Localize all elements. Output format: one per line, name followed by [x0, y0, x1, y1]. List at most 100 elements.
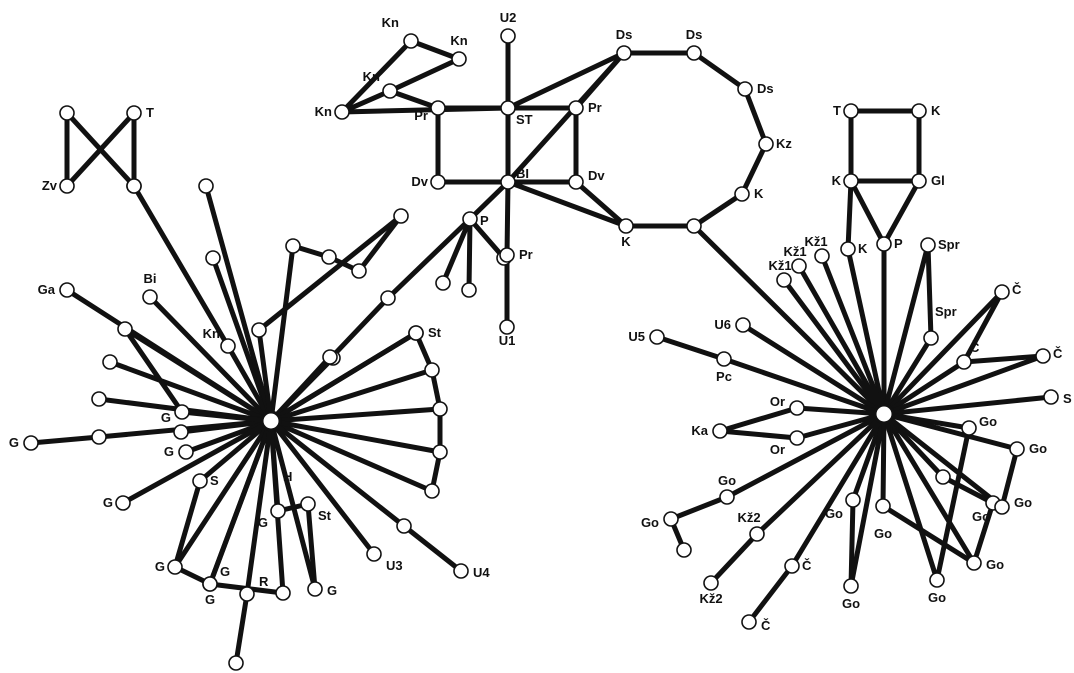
edge-n65-n67 — [789, 411, 887, 569]
node-n104 — [239, 586, 255, 602]
edge-n48-n49 — [717, 428, 800, 441]
edge-n96-n94 — [172, 478, 203, 570]
edge-n53-n54 — [940, 474, 996, 506]
node-label-n36: Kž1 — [783, 244, 806, 259]
edge-n77-n78 — [256, 213, 404, 333]
edge-n23-n24 — [691, 50, 748, 92]
edge-n16-n17 — [440, 216, 473, 286]
node-n8 — [334, 104, 350, 120]
node-n7 — [382, 83, 398, 99]
node-label-n58: Go — [1029, 441, 1047, 456]
node-label-n21: U1 — [499, 333, 516, 348]
node-n42 — [1035, 348, 1051, 364]
node-n26 — [734, 186, 750, 202]
edge-n79-n16 — [385, 216, 473, 301]
node-label-n1: T — [146, 105, 154, 120]
edge-n7-n10 — [387, 88, 441, 111]
node-label-n24: Ds — [757, 81, 774, 96]
edge-n78-n99 — [256, 327, 274, 424]
edge-n43-n67 — [881, 394, 1054, 417]
node-n29 — [843, 103, 859, 119]
edge-n65-n66 — [746, 563, 795, 625]
node-label-n13: Dv — [411, 174, 428, 189]
node-label-n68: Ga — [38, 282, 56, 297]
node-n93 — [178, 444, 194, 460]
node-label-n92: G — [161, 410, 171, 425]
node-label-n6: Kn — [450, 33, 467, 48]
edge-n91-n90 — [28, 434, 102, 446]
edge-n76-n77 — [356, 213, 404, 274]
node-n15 — [568, 174, 584, 190]
node-label-n50: Go — [825, 506, 843, 521]
node-label-n42: Č — [1053, 346, 1063, 361]
node-n98 — [202, 576, 218, 592]
edge-n81-n99 — [268, 354, 333, 424]
edge-n82-n99 — [107, 359, 274, 424]
edge-n6-n7 — [387, 56, 462, 94]
node-n55 — [966, 555, 982, 571]
edge-n98-n99 — [207, 418, 274, 587]
node-label-n45: U5 — [628, 329, 645, 344]
node-label-n23: Ds — [686, 27, 703, 42]
node-n44 — [735, 317, 751, 333]
node-label-n38: Spr — [938, 237, 960, 252]
node-n13 — [430, 174, 446, 190]
node-n59 — [994, 499, 1010, 515]
node-label-n83: St — [428, 325, 442, 340]
node-n32 — [911, 173, 927, 189]
node-n45 — [649, 329, 665, 345]
edge-n35-n67 — [819, 253, 887, 417]
edge-n52-n55 — [880, 503, 977, 566]
edge-n88-n99 — [268, 418, 435, 494]
node-label-n95: G — [103, 495, 113, 510]
edge-n11-n22 — [505, 50, 627, 111]
node-label-n94: S — [210, 473, 219, 488]
edge-n25-n26 — [739, 141, 769, 197]
node-n56 — [929, 572, 945, 588]
edge-n39-n38 — [925, 242, 934, 341]
node-n23 — [686, 45, 702, 61]
node-label-n57: Go — [979, 414, 997, 429]
node-label-n43: S — [1063, 391, 1072, 406]
edge-n41-n67 — [881, 359, 967, 417]
edge-n95-n99 — [120, 418, 274, 506]
node-n36 — [791, 258, 807, 274]
node-n74 — [285, 238, 301, 254]
node-n30 — [911, 103, 927, 119]
node-label-n96: G — [155, 559, 165, 574]
node-n58 — [1009, 441, 1025, 457]
node-n50 — [845, 492, 861, 508]
node-label-n93: G — [164, 444, 174, 459]
node-label-n9: U2 — [500, 10, 517, 25]
edge-n14-n28 — [505, 179, 629, 229]
node-n96 — [167, 559, 183, 575]
node-label-n39: Spr — [935, 304, 957, 319]
node-label-n99: H — [283, 469, 292, 484]
node-n107 — [396, 518, 412, 534]
node-n67 — [873, 403, 895, 425]
node-label-n11: ST — [516, 112, 533, 127]
node-n85 — [424, 362, 440, 378]
edge-n72-n99 — [225, 343, 274, 424]
node-n6 — [451, 51, 467, 67]
edge-n96-n99 — [172, 418, 274, 570]
node-n2 — [59, 105, 75, 121]
node-n9 — [500, 28, 516, 44]
edge-n59-n67 — [881, 411, 1005, 510]
node-label-n32: Gl — [931, 173, 945, 188]
node-n18 — [461, 282, 477, 298]
edge-n37-n67 — [781, 277, 887, 417]
edge-n49-n67 — [794, 411, 887, 441]
node-label-n26: K — [754, 186, 764, 201]
node-label-n15: Dv — [588, 168, 605, 183]
node-n41 — [956, 354, 972, 370]
node-label-n70: Bi — [144, 271, 157, 286]
node-label-n30: K — [931, 103, 941, 118]
edge-n55-n67 — [881, 411, 977, 566]
node-label-n59: Go — [1014, 495, 1032, 510]
edge-n58-n67 — [881, 411, 1020, 452]
node-label-n55: Go — [986, 557, 1004, 572]
edge-n8-n11 — [339, 105, 511, 115]
node-n66 — [741, 614, 757, 630]
node-n37 — [776, 272, 792, 288]
